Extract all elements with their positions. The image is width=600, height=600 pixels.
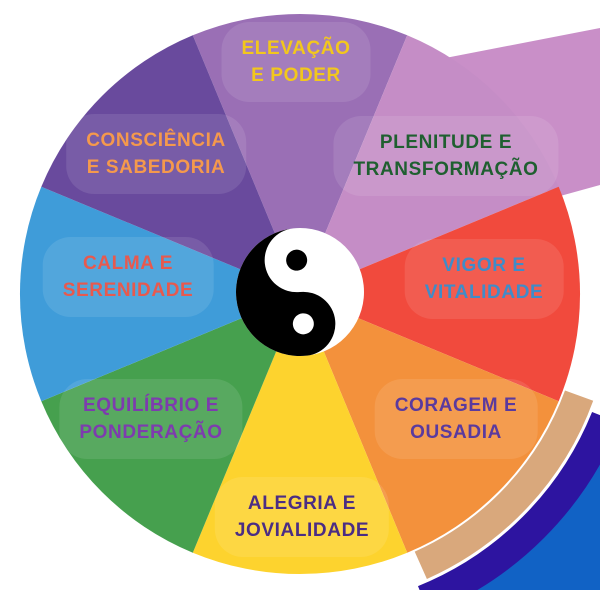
- label-plenitude-e-transformacao: PLENITUDE E TRANSFORMAÇÃO: [333, 116, 559, 196]
- segment-vigor-e-vitalidade: [300, 186, 581, 402]
- segment-alegria-e-jovialidade: [192, 294, 408, 575]
- label-line: SERENIDADE: [62, 280, 194, 301]
- wheel-segments: [19, 13, 581, 575]
- label-line: OUSADIA: [410, 422, 502, 443]
- segment-consciencia-e-sabedoria: [41, 35, 301, 295]
- bottom-right-blue-field: [462, 449, 600, 590]
- label-line: CALMA E: [82, 253, 174, 274]
- label-equilibrio-e-ponderacao: EQUILÍBRIO E PONDERAÇÃO: [59, 379, 243, 459]
- label-line: CONSCIÊNCIA: [86, 130, 226, 151]
- label-line: TRANSFORMAÇÃO: [353, 159, 539, 180]
- segment-elevacao-e-poder: [192, 13, 408, 294]
- segment-calma-e-serenidade: [19, 186, 301, 402]
- segment-coragem-e-ousadia: [300, 294, 559, 553]
- segment-plenitude-e-transformacao: [300, 35, 559, 295]
- label-line: VIGOR E: [442, 255, 526, 276]
- label-calma-e-serenidade: CALMA E SERENIDADE: [42, 237, 214, 317]
- label-line: PLENITUDE E: [379, 132, 513, 153]
- bottom-right-indigo-stripe: [417, 411, 600, 590]
- segment-equilibrio-e-ponderacao: [41, 294, 301, 553]
- label-line: EQUILÍBRIO E: [82, 395, 219, 416]
- corner-decorations: [414, 28, 600, 590]
- label-elevacao-e-poder: ELEVAÇÃO E PODER: [221, 22, 371, 102]
- label-line: ELEVAÇÃO: [241, 38, 351, 59]
- label-line: E SABEDORIA: [86, 157, 226, 178]
- label-alegria-e-jovialidade: ALEGRIA E JOVIALIDADE: [214, 477, 390, 557]
- label-line: E PODER: [251, 65, 341, 86]
- yin-yang-icon: [236, 228, 364, 356]
- label-line: JOVIALIDADE: [234, 520, 370, 541]
- label-consciencia-e-sabedoria: CONSCIÊNCIA E SABEDORIA: [66, 114, 246, 194]
- top-right-orchid-patch: [435, 28, 600, 198]
- label-line: PONDERAÇÃO: [79, 422, 223, 443]
- label-line: ALEGRIA E: [247, 493, 357, 514]
- label-line: CORAGEM E: [394, 395, 518, 416]
- label-vigor-e-vitalidade: VIGOR E VITALIDADE: [404, 239, 564, 319]
- bottom-right-tan-stripe: [414, 390, 594, 580]
- label-line: VITALIDADE: [424, 282, 544, 303]
- label-coragem-e-ousadia: CORAGEM E OUSADIA: [374, 379, 538, 459]
